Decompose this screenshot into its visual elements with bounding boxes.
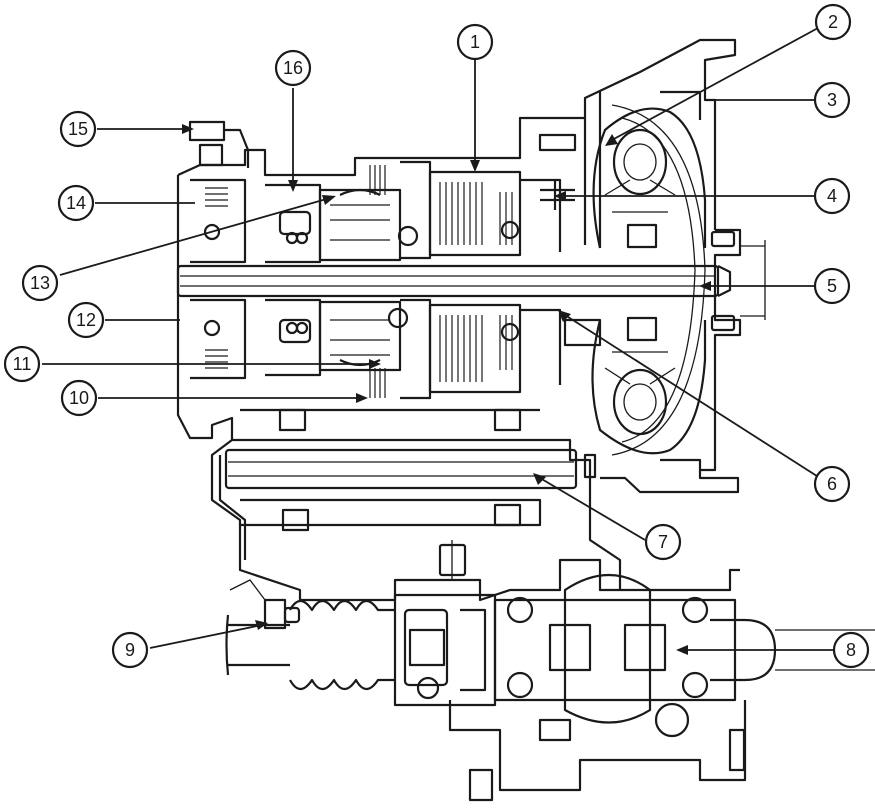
callout-3-label: 3: [827, 90, 837, 110]
leader-2: [611, 27, 819, 141]
end-cover-plates-upper: [205, 187, 228, 207]
callout-13: 13: [21, 264, 59, 302]
callout-6: 6: [813, 465, 851, 503]
differential: [438, 540, 875, 802]
callout-13-label: 13: [30, 273, 50, 293]
callout-5-label: 5: [827, 276, 837, 296]
callout-12: 12: [67, 301, 105, 339]
callout-9: 9: [111, 631, 149, 669]
callout-16: 16: [274, 49, 312, 87]
planetary-gearsets: [188, 120, 402, 398]
leader-13: [59, 197, 331, 276]
callout-6-label: 6: [827, 474, 837, 494]
callout-10: 10: [60, 379, 98, 417]
drive-shaft-cv-joint: [225, 579, 497, 707]
callout-8-label: 8: [846, 640, 856, 660]
gear-teeth-lower: [369, 368, 386, 398]
callout-15: 15: [59, 110, 97, 148]
leader-6: [564, 314, 821, 479]
input-shaft: [176, 264, 732, 298]
callout-7-label: 7: [658, 532, 668, 552]
callout-5: 5: [813, 267, 851, 305]
leader-7: [539, 477, 646, 541]
callout-3: 3: [813, 81, 851, 119]
end-cover-plates-lower: [205, 349, 228, 369]
callout-16-label: 16: [283, 58, 303, 78]
callout-2-label: 2: [828, 12, 838, 32]
callout-11-label: 11: [13, 354, 32, 374]
callout-10-label: 10: [69, 388, 89, 408]
callout-8: 8: [832, 631, 870, 669]
clutch-assembly: [387, 133, 602, 400]
callout-9-label: 9: [125, 640, 135, 660]
callout-1-label: 1: [470, 32, 480, 52]
callout-14-label: 14: [66, 193, 86, 213]
callout-15-label: 15: [68, 119, 88, 139]
callout-11: 11: [3, 345, 41, 383]
leader-lines: [42, 27, 833, 655]
callout-14: 14: [57, 184, 95, 222]
clutch-pack-upper: [439, 182, 513, 245]
callout-12-label: 12: [76, 310, 96, 330]
callout-4: 4: [813, 177, 851, 215]
torque-converter: [591, 107, 766, 455]
callout-1: 1: [456, 23, 494, 61]
clutch-pack-lower: [439, 315, 513, 382]
counter-shaft: [224, 408, 597, 532]
leader-9: [149, 624, 263, 649]
callout-7: 7: [644, 523, 682, 561]
callout-2: 2: [814, 3, 852, 41]
callout-4-label: 4: [827, 186, 837, 206]
